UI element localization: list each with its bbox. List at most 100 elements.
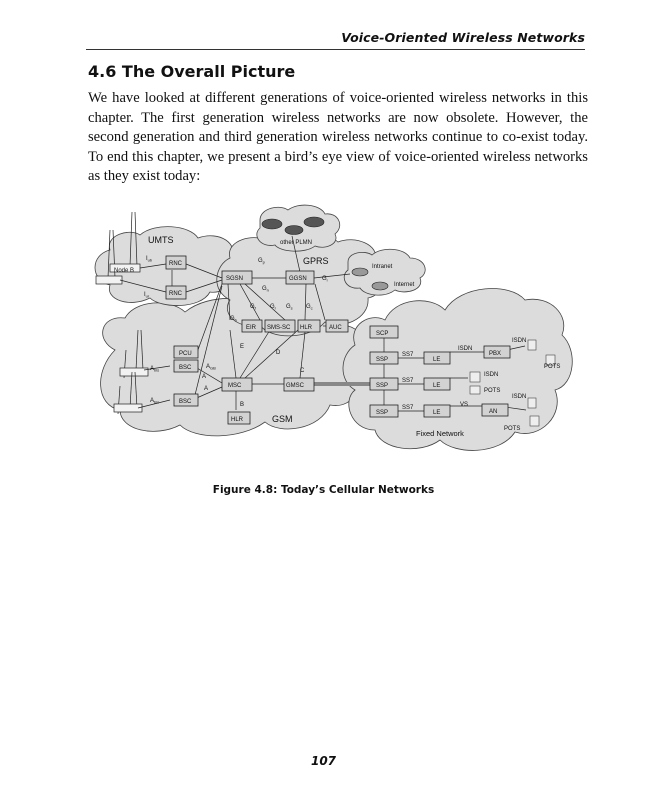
link-labels: Iub Iur Gp Gn Gi Gf Gr Gs Gc Gb Abis Abi… xyxy=(144,256,560,432)
isdn-phone-icon xyxy=(527,339,537,351)
scp-label: SCP xyxy=(376,331,388,337)
auc-label: AUC xyxy=(329,325,342,331)
svg-text:Abis: Abis xyxy=(150,398,159,405)
umts-antenna xyxy=(95,211,141,285)
intranet-cloud xyxy=(343,248,426,296)
plmn-router-3 xyxy=(284,225,304,235)
gmsc-box xyxy=(283,377,315,392)
svg-text:Iur: Iur xyxy=(144,292,150,299)
svg-text:Gn: Gn xyxy=(262,286,269,293)
smssc-label: SMS-SC xyxy=(267,325,291,331)
smssc-box xyxy=(264,319,296,333)
hlr-gprs-label: HLR xyxy=(300,325,313,331)
ggsn-label: GGSN xyxy=(289,276,307,282)
network-diagram: UMTS GPRS GSM other PLMN Intranet Intern… xyxy=(94,204,573,451)
internet-router-1 xyxy=(371,281,389,291)
svg-text:A: A xyxy=(202,374,206,380)
an-label: AN xyxy=(489,409,497,415)
pots-phone-icon-3 xyxy=(529,415,540,427)
svg-text:A: A xyxy=(204,386,208,392)
intranet-router-1 xyxy=(351,267,369,277)
gsm-antenna-2 xyxy=(113,371,143,415)
svg-text:Gf: Gf xyxy=(250,304,257,311)
svg-text:ISDN: ISDN xyxy=(512,338,526,344)
rnc1-label: RNC xyxy=(169,261,183,267)
ssp1-box xyxy=(369,351,399,365)
eir-label: EIR xyxy=(246,325,257,331)
svg-text:Gr: Gr xyxy=(270,304,277,311)
header-rule xyxy=(86,49,585,50)
le3-box xyxy=(423,404,451,418)
eir-box xyxy=(241,319,263,333)
svg-text:E: E xyxy=(240,344,244,350)
auc-box xyxy=(325,319,349,333)
rnc1-box xyxy=(165,255,187,270)
ssp3-label: SSP xyxy=(376,410,388,416)
svg-text:ISDN: ISDN xyxy=(458,346,472,352)
section-title: 4.6 The Overall Picture xyxy=(88,62,296,81)
pots-phone-icon xyxy=(545,354,556,366)
an-box xyxy=(481,403,509,417)
svg-text:Gb: Gb xyxy=(230,316,238,323)
ssp2-box xyxy=(369,377,399,391)
rnc2-label: RNC xyxy=(169,291,183,297)
node-b-label: Node B xyxy=(114,268,134,274)
connection-lines xyxy=(119,235,527,412)
bsc1-box xyxy=(173,359,199,373)
bsc2-box xyxy=(173,393,199,407)
le3-label: LE xyxy=(433,410,440,416)
sgsn-label: SGSN xyxy=(226,276,243,282)
msc-box xyxy=(221,377,253,392)
pots-phone-icon-2 xyxy=(469,385,481,395)
bsc2-label: BSC xyxy=(179,399,192,405)
svg-text:ISDN: ISDN xyxy=(484,372,498,378)
svg-text:ISDN: ISDN xyxy=(512,394,526,400)
gprs-label: GPRS xyxy=(303,256,329,266)
svg-text:SS7: SS7 xyxy=(402,405,414,411)
body-paragraph: We have looked at different generations … xyxy=(88,90,588,184)
isdn-phone-icon-2 xyxy=(469,371,481,383)
hlr-gprs-box xyxy=(297,319,321,333)
svg-text:Gi: Gi xyxy=(322,276,328,283)
fixed-network-label: Fixed Network xyxy=(416,429,464,438)
gmsc-label: GMSC xyxy=(286,383,305,389)
svg-text:SS7: SS7 xyxy=(402,352,414,358)
figure-caption: Figure 4.8: Today’s Cellular Networks xyxy=(212,484,435,496)
sgsn-box xyxy=(221,270,253,285)
plmn-router-1 xyxy=(261,218,283,230)
le2-box xyxy=(423,377,451,391)
le1-label: LE xyxy=(433,357,440,363)
bsc1-label: BSC xyxy=(179,365,192,371)
scp-box xyxy=(369,325,399,339)
svg-text:POTS: POTS xyxy=(544,364,560,370)
network-figure: UMTS GPRS GSM other PLMN Intranet Intern… xyxy=(80,200,580,474)
running-head: Voice-Oriented Wireless Networks xyxy=(341,30,585,45)
internet-label: Internet xyxy=(394,282,415,288)
pbx-box xyxy=(483,345,511,359)
svg-text:VS: VS xyxy=(460,402,468,408)
rnc2-box xyxy=(165,285,187,300)
isdn-phone-icon-3 xyxy=(527,397,537,409)
pcu-label: PCU xyxy=(179,351,192,357)
gsm-label: GSM xyxy=(272,414,293,424)
svg-text:SS7: SS7 xyxy=(402,378,414,384)
fixed-network-cloud xyxy=(342,288,573,451)
other-plmn-label: other PLMN xyxy=(280,240,312,246)
svg-text:Iub: Iub xyxy=(146,256,153,263)
ssp1-label: SSP xyxy=(376,357,388,363)
intranet-label: Intranet xyxy=(372,264,393,270)
plmn-router-2 xyxy=(303,216,325,228)
pbx-label: PBX xyxy=(489,351,501,357)
svg-text:Abis: Abis xyxy=(150,366,159,373)
svg-text:POTS: POTS xyxy=(504,426,520,432)
pcu-box xyxy=(173,345,199,359)
phone-icons xyxy=(469,339,556,427)
svg-text:Gs: Gs xyxy=(286,304,293,311)
ssp2-label: SSP xyxy=(376,383,388,389)
svg-text:AGB: AGB xyxy=(206,364,216,371)
hlr-gsm-label: HLR xyxy=(231,417,244,423)
svg-text:C: C xyxy=(300,368,305,374)
svg-text:POTS: POTS xyxy=(484,388,500,394)
svg-text:B: B xyxy=(240,402,244,408)
le2-label: LE xyxy=(433,383,440,389)
